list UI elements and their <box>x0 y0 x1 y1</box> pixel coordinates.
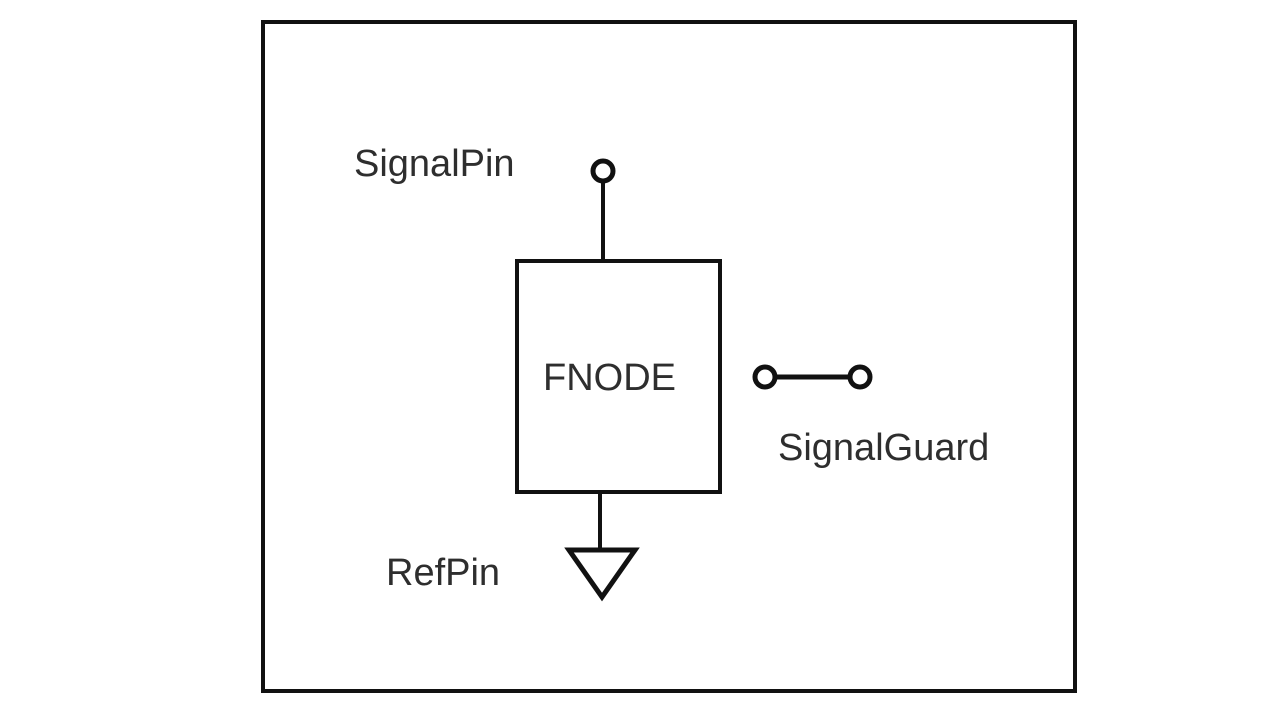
ref-pin-ground-icon <box>564 547 640 602</box>
signal-guard-label: SignalGuard <box>778 427 989 469</box>
ref-pin-label: RefPin <box>386 552 500 594</box>
signal-guard-left-terminal[interactable] <box>752 364 778 390</box>
signal-guard-right-terminal[interactable] <box>847 364 873 390</box>
fnode-component-label: FNODE <box>543 357 676 399</box>
signal-pin-label: SignalPin <box>354 143 515 185</box>
fnode-component-box[interactable] <box>515 259 722 494</box>
diagram-frame <box>261 20 1077 693</box>
signal-pin-terminal[interactable] <box>590 158 616 184</box>
